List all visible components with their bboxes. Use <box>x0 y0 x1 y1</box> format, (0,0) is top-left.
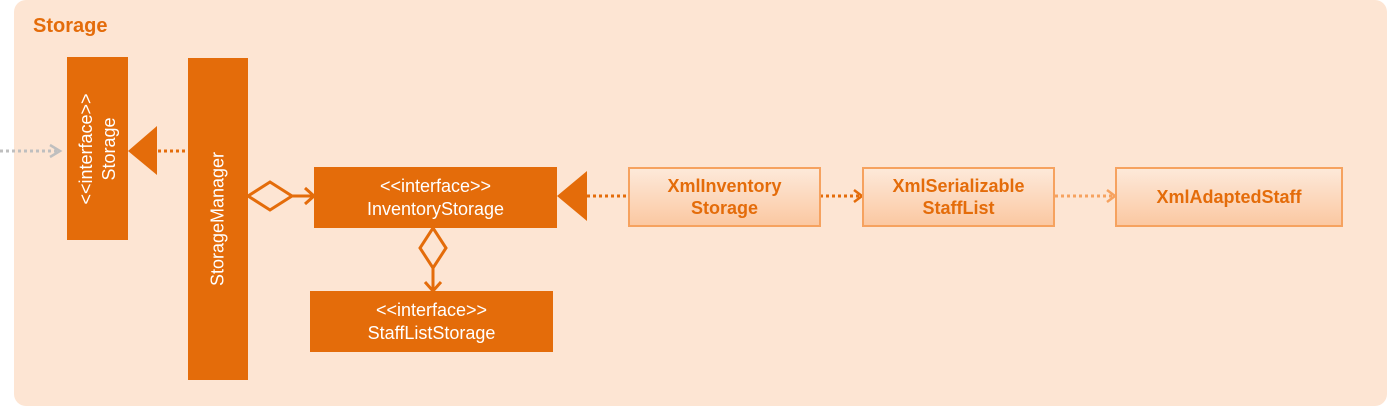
inventorystorage-aggregation-diamond <box>418 225 448 271</box>
xmlinventorystorage-box[interactable]: XmlInventory Storage <box>628 167 821 227</box>
storage-name: Storage <box>98 116 119 181</box>
stafflistsstorage-name: StaffListStorage <box>367 322 496 343</box>
stafflistsstorage-interface-box[interactable]: <<interface>> StaffListStorage <box>310 291 553 352</box>
storage-interface-box[interactable]: <<interface>> Storage <box>67 57 128 240</box>
inventorystorage-realization-arrowhead <box>557 171 587 221</box>
external-dependency-arrowhead <box>49 143 63 159</box>
inventorystorage-stereotype: <<interface>> <box>379 175 492 196</box>
storage-stereotype: <<interface>> <box>75 92 96 205</box>
package-title: Storage <box>33 15 108 37</box>
xmlserializablestafflist-box[interactable]: XmlSerializable StaffList <box>862 167 1055 227</box>
xmladaptedstaff-name: XmlAdaptedStaff <box>1156 187 1302 207</box>
stafflistsstorage-stereotype: <<interface>> <box>375 299 488 320</box>
xmlinventorystorage-line2: Storage <box>690 198 759 218</box>
xmlserializablestafflist-line2: StaffList <box>922 198 995 218</box>
inventorystorage-name: InventoryStorage <box>366 198 505 219</box>
xmladaptedstaff-box[interactable]: XmlAdaptedStaff <box>1115 167 1343 227</box>
inventorystorage-interface-box[interactable]: <<interface>> InventoryStorage <box>314 167 557 228</box>
xmlserializablestafflist-line1: XmlSerializable <box>892 176 1025 196</box>
storagemanager-aggregation-diamond <box>245 180 295 212</box>
storagemanager-name: StorageManager <box>207 151 228 287</box>
storagemanager-box[interactable]: StorageManager <box>188 58 248 380</box>
xmlinventorystorage-line1: XmlInventory <box>667 176 782 196</box>
storage-realization-arrowhead <box>128 126 157 175</box>
